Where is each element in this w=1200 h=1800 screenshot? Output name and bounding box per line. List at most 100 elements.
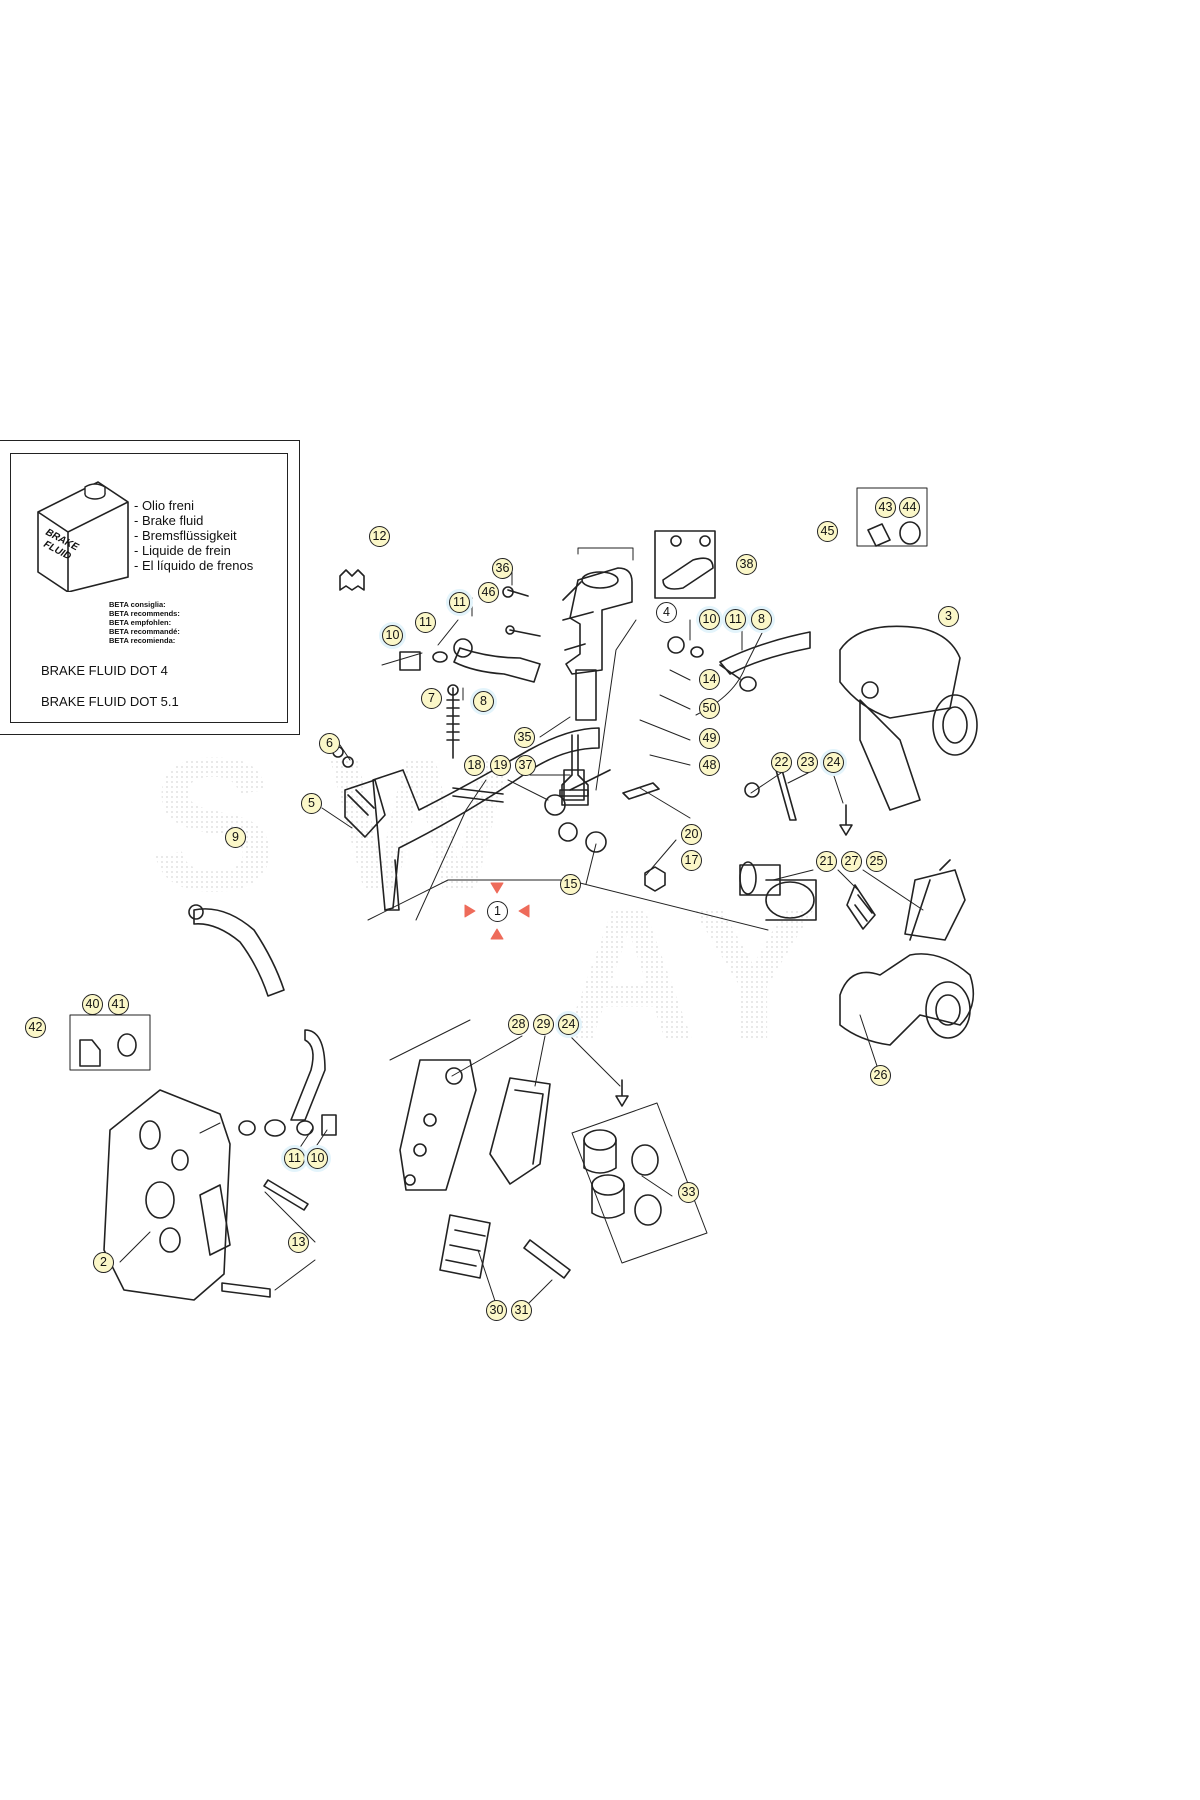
callout-11[interactable]: 11 xyxy=(725,609,746,630)
callout-22[interactable]: 22 xyxy=(771,752,792,773)
callout-36[interactable]: 36 xyxy=(492,558,513,579)
beta-line: BETA recommandé: xyxy=(109,627,180,636)
callout-50[interactable]: 50 xyxy=(699,698,720,719)
callout-41[interactable]: 41 xyxy=(108,994,129,1015)
pin-part xyxy=(744,782,760,798)
center-marker xyxy=(464,882,530,940)
callout-3[interactable]: 3 xyxy=(938,606,959,627)
watermark-letter: W xyxy=(330,719,510,931)
fluid-name-fr: - Liquide de frein xyxy=(134,543,231,558)
brake-pad-part xyxy=(489,1077,551,1185)
callout-10[interactable]: 10 xyxy=(307,1148,328,1169)
callout-46[interactable]: 46 xyxy=(478,582,499,603)
callout-40[interactable]: 40 xyxy=(82,994,103,1015)
callout-24[interactable]: 24 xyxy=(558,1014,579,1035)
legend-inner-frame: BRAKE FLUID - Olio freni - Brake fluid -… xyxy=(10,453,288,723)
callout-19[interactable]: 19 xyxy=(490,755,511,776)
callout-33[interactable]: 33 xyxy=(678,1182,699,1203)
brake-fluid-can-icon: BRAKE FLUID xyxy=(37,481,129,592)
callout-2[interactable]: 2 xyxy=(93,1252,114,1273)
callout-45[interactable]: 45 xyxy=(817,521,838,542)
callout-30[interactable]: 30 xyxy=(486,1300,507,1321)
callout-23[interactable]: 23 xyxy=(797,752,818,773)
callout-21[interactable]: 21 xyxy=(816,851,837,872)
callout-17[interactable]: 17 xyxy=(681,850,702,871)
beta-line: BETA empfohlen: xyxy=(109,618,172,627)
fluid-spec-dot4: BRAKE FLUID DOT 4 xyxy=(41,663,168,678)
callout-6[interactable]: 6 xyxy=(319,733,340,754)
fluid-name-de: - Bremsflüssigkeit xyxy=(134,528,237,543)
callout-44[interactable]: 44 xyxy=(899,497,920,518)
callout-37[interactable]: 37 xyxy=(515,755,536,776)
pin-part xyxy=(622,782,660,800)
beta-line: BETA recomienda: xyxy=(109,636,176,645)
rear-caliper-part xyxy=(839,625,978,811)
callout-25[interactable]: 25 xyxy=(866,851,887,872)
callout-18[interactable]: 18 xyxy=(464,755,485,776)
brake-hose-part xyxy=(453,647,541,683)
pad-bracket-part xyxy=(399,1059,477,1191)
callout-42[interactable]: 42 xyxy=(25,1017,46,1038)
cable-part xyxy=(193,908,285,997)
callout-29[interactable]: 29 xyxy=(533,1014,554,1035)
callout-11[interactable]: 11 xyxy=(449,592,470,613)
bolt-part xyxy=(507,589,541,637)
callout-11[interactable]: 11 xyxy=(284,1148,305,1169)
reservoir-cap-part xyxy=(654,530,716,599)
pedal-tip-part xyxy=(344,779,386,838)
pad-pin-part xyxy=(523,1239,571,1279)
leader-line xyxy=(577,547,634,561)
fluid-name-es: - El líquido de frenos xyxy=(134,558,254,573)
callout-26[interactable]: 26 xyxy=(870,1065,891,1086)
callout-48[interactable]: 48 xyxy=(699,755,720,776)
callout-1[interactable]: 1 xyxy=(487,901,508,922)
callout-8[interactable]: 8 xyxy=(751,609,772,630)
callout-8[interactable]: 8 xyxy=(473,691,494,712)
fluid-name-en: - Brake fluid xyxy=(134,513,204,528)
callout-35[interactable]: 35 xyxy=(514,727,535,748)
brake-hose-part xyxy=(719,631,811,675)
callout-14[interactable]: 14 xyxy=(699,669,720,690)
callout-31[interactable]: 31 xyxy=(511,1300,532,1321)
beta-line: BETA recommends: xyxy=(109,609,180,618)
master-cylinder-part xyxy=(562,567,633,721)
beta-line: BETA consiglia: xyxy=(109,600,166,609)
clip-part xyxy=(339,569,365,591)
caliper-bracket-part xyxy=(839,953,975,1046)
caliper-bolt-part xyxy=(263,1179,309,1211)
watermark-letter: Y xyxy=(690,869,817,1081)
callout-7[interactable]: 7 xyxy=(421,688,442,709)
callout-43[interactable]: 43 xyxy=(875,497,896,518)
brake-pad-part xyxy=(904,869,966,941)
pad-spring-part xyxy=(846,884,876,930)
callout-10[interactable]: 10 xyxy=(382,625,403,646)
callout-38[interactable]: 38 xyxy=(736,554,757,575)
callout-11[interactable]: 11 xyxy=(415,612,436,633)
callout-28[interactable]: 28 xyxy=(508,1014,529,1035)
callout-20[interactable]: 20 xyxy=(681,824,702,845)
fluid-spec-dot51: BRAKE FLUID DOT 5.1 xyxy=(41,694,179,709)
watermark-letter: S xyxy=(150,719,277,931)
callout-5[interactable]: 5 xyxy=(301,793,322,814)
bushing-part xyxy=(558,822,578,842)
callout-12[interactable]: 12 xyxy=(369,526,390,547)
brake-pedal-part xyxy=(372,727,600,911)
push-rod-part xyxy=(561,734,589,806)
callout-15[interactable]: 15 xyxy=(560,874,581,895)
axle-bolt-part xyxy=(452,787,504,803)
brake-hose-part xyxy=(290,1029,326,1121)
callout-9[interactable]: 9 xyxy=(225,827,246,848)
clevis-part xyxy=(563,769,611,801)
nut-part xyxy=(644,866,666,892)
callout-10[interactable]: 10 xyxy=(699,609,720,630)
callout-49[interactable]: 49 xyxy=(699,728,720,749)
caliper-bolt-part xyxy=(221,1282,271,1298)
callout-27[interactable]: 27 xyxy=(841,851,862,872)
callout-24[interactable]: 24 xyxy=(823,752,844,773)
callout-4[interactable]: 4 xyxy=(656,602,677,623)
callout-13[interactable]: 13 xyxy=(288,1232,309,1253)
front-caliper-part xyxy=(103,1089,231,1301)
beta-recommends-list: BETA consiglia: BETA recommends: BETA em… xyxy=(109,600,180,645)
